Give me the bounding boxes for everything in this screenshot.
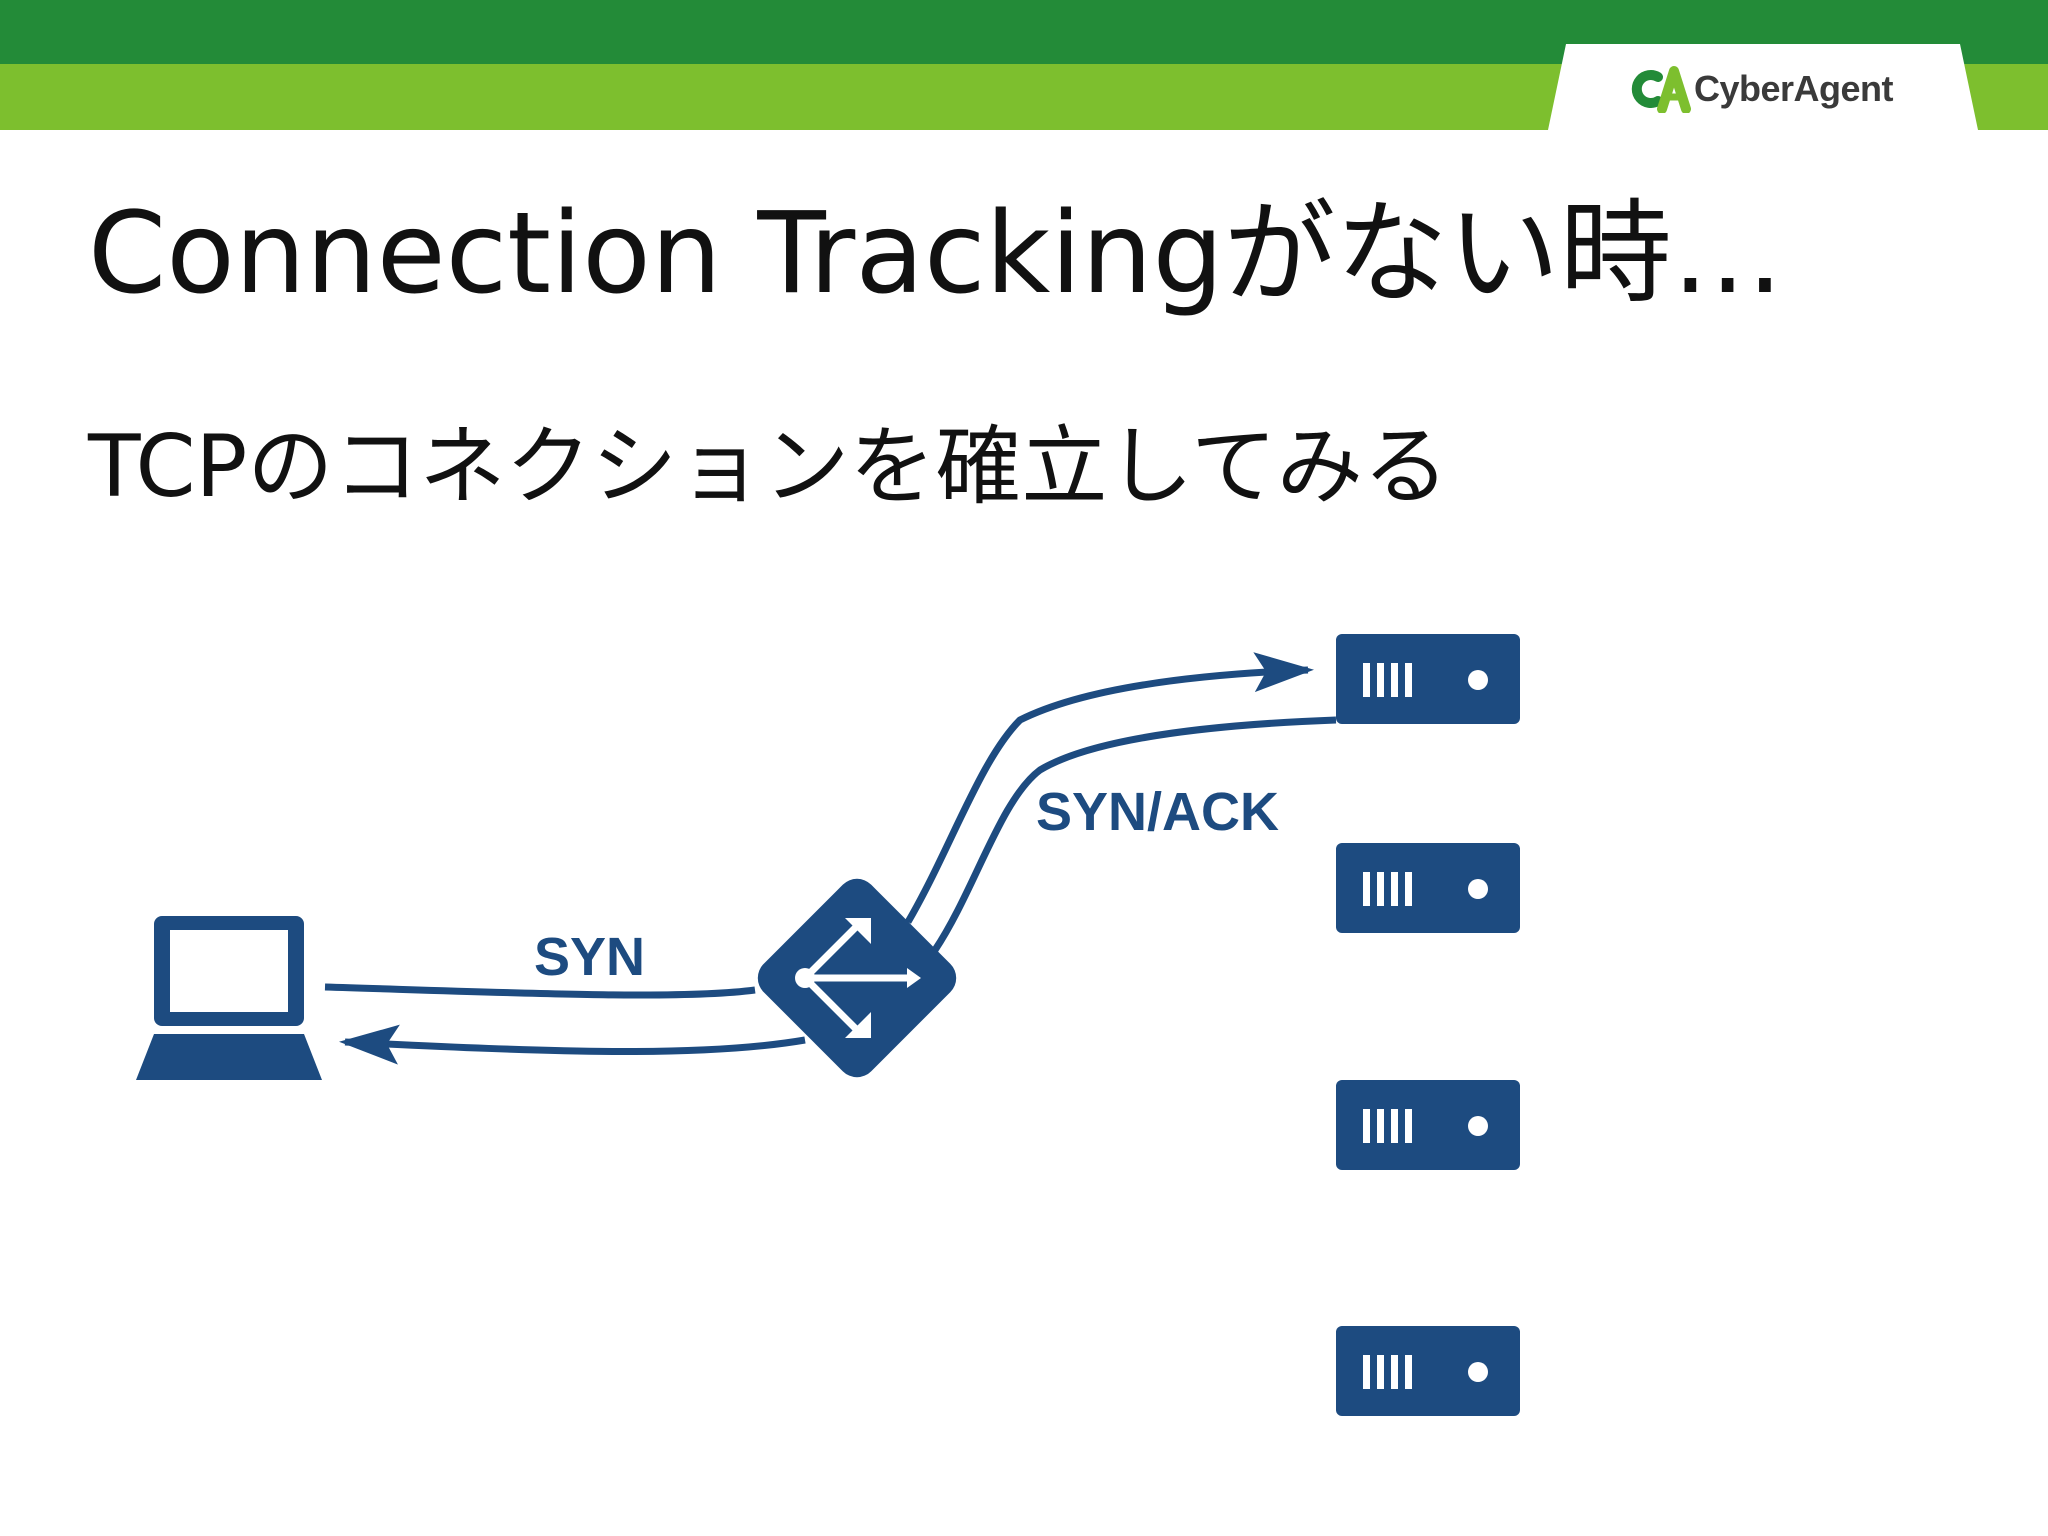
header-band: CyberAgent xyxy=(0,0,2048,130)
laptop-icon xyxy=(136,916,322,1080)
syn-ack-label: SYN/ACK xyxy=(1036,782,1279,842)
logo-text: CyberAgent xyxy=(1694,68,1894,109)
cyberagent-mark-icon xyxy=(1631,66,1691,113)
syn-ack-from-server-line xyxy=(932,716,1337,952)
server-icon xyxy=(1336,634,1520,724)
server-icon xyxy=(1336,1080,1520,1170)
server-icon xyxy=(1336,843,1520,933)
server-icon xyxy=(1336,1326,1520,1416)
syn-label: SYN xyxy=(534,927,645,987)
slide-subtitle: TCPのコネクションを確立してみる xyxy=(88,417,1449,517)
syn-ack-return-line xyxy=(339,1024,806,1065)
syn-to-server-line xyxy=(904,652,1314,924)
cyberagent-logo: CyberAgent xyxy=(1628,64,1894,114)
load-balancer-icon xyxy=(757,878,957,1078)
syn-flow-line xyxy=(324,983,756,999)
logo-tab xyxy=(1548,44,1978,130)
slide-title: Connection Trackingがない時… xyxy=(88,189,1784,319)
